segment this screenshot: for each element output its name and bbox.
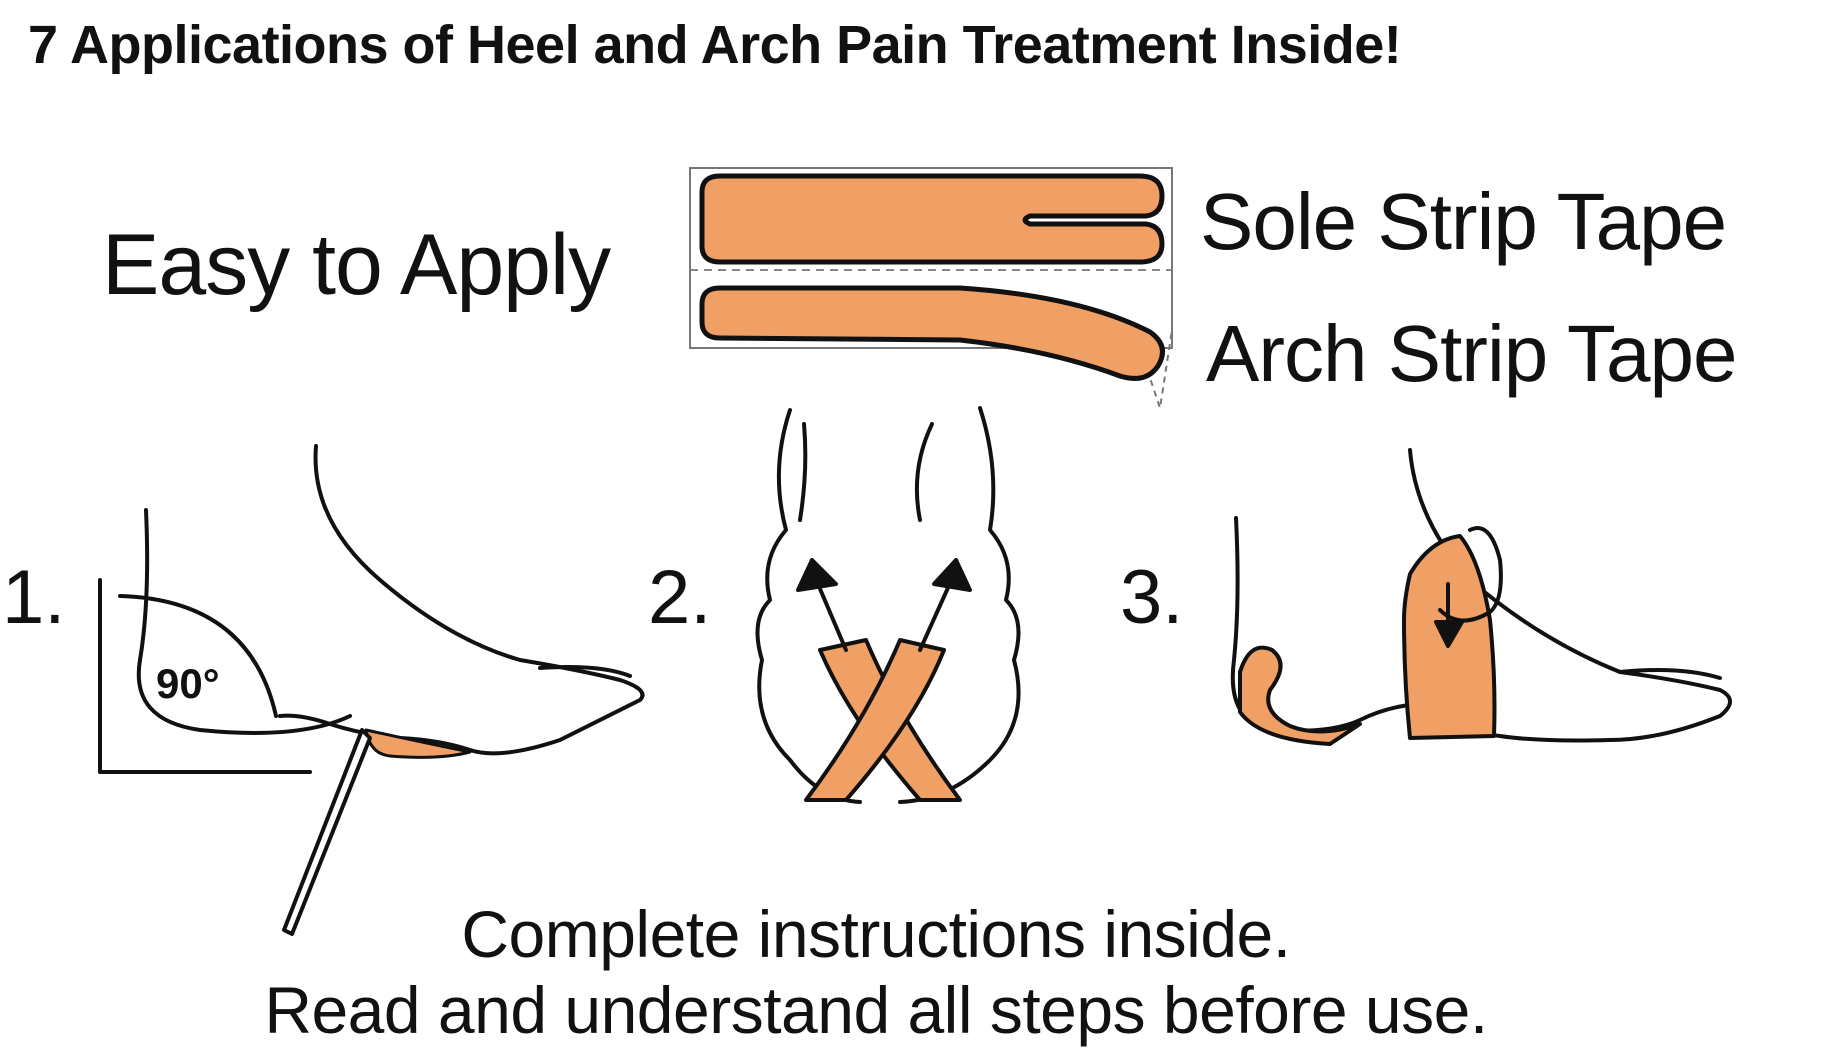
arch-strip-tape-label: Arch Strip Tape bbox=[1206, 309, 1737, 398]
footer-line-2: Read and understand all steps before use… bbox=[264, 973, 1488, 1047]
step-3-illustration bbox=[1230, 448, 1732, 746]
footer-line-1: Complete instructions inside. bbox=[461, 897, 1291, 971]
tape-package bbox=[689, 167, 1173, 409]
arch-tape-strip-1 bbox=[364, 728, 472, 759]
step-2-illustration bbox=[755, 406, 1021, 804]
easy-to-apply-label: Easy to Apply bbox=[102, 217, 611, 313]
crossing-tape-right bbox=[804, 638, 946, 802]
step-1-illustration bbox=[98, 444, 645, 936]
angle-90-label: 90° bbox=[156, 660, 220, 707]
sole-strip-tape bbox=[699, 173, 1165, 265]
arch-strip-tape bbox=[699, 285, 1165, 381]
step-2-number: 2. bbox=[648, 555, 712, 640]
heel-tape-strip bbox=[1238, 645, 1362, 746]
applicator-stick bbox=[282, 728, 372, 936]
step-3-number: 3. bbox=[1120, 555, 1184, 640]
sole-strip-tape-label: Sole Strip Tape bbox=[1200, 177, 1727, 266]
step-1-number: 1. bbox=[2, 555, 66, 640]
headline-title: 7 Applications of Heel and Arch Pain Tre… bbox=[28, 15, 1402, 75]
